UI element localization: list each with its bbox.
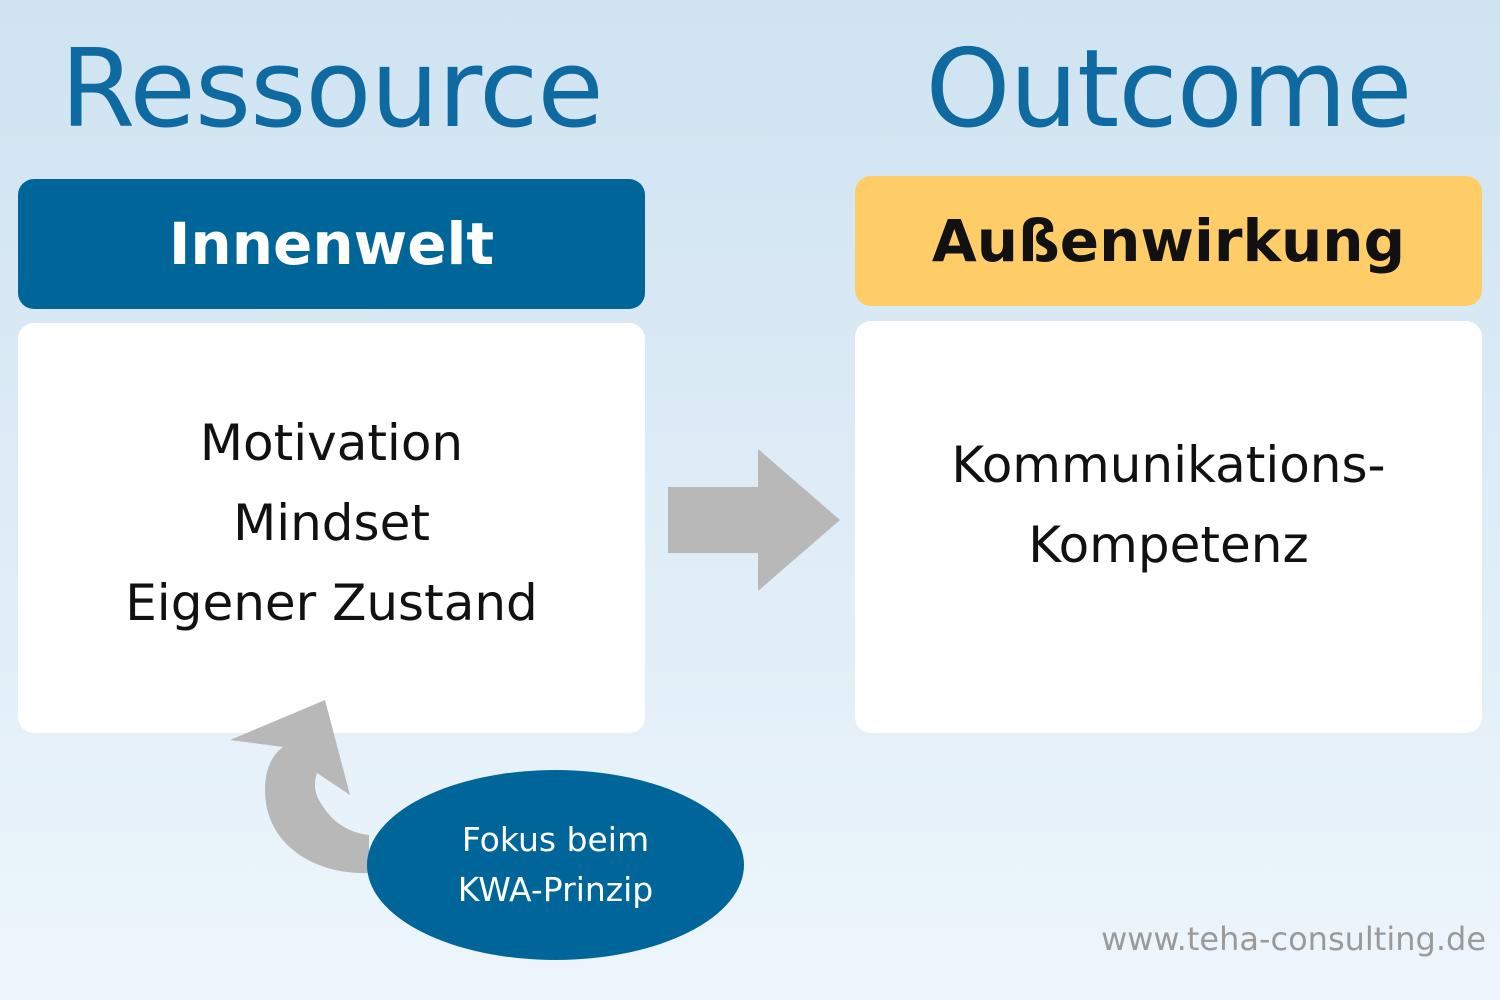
item-mindset: Mindset [233, 494, 430, 552]
item-kompetenz: Kompetenz [1028, 515, 1309, 574]
focus-line-2: KWA-Prinzip [457, 870, 654, 909]
focus-ellipse: Fokus beim KWA-Prinzip [367, 770, 744, 960]
outcome-title: Outcome [925, 27, 1413, 152]
website-url: www.teha-consulting.de [1101, 920, 1486, 958]
innenwelt-label: Innenwelt [168, 210, 495, 278]
aussenwirkung-header: Außenwirkung [855, 176, 1482, 306]
item-eigener-zustand: Eigener Zustand [125, 574, 538, 632]
innenwelt-content-box: Motivation Mindset Eigener Zustand [18, 323, 645, 733]
aussenwirkung-content-box: Kommunikations- Kompetenz [855, 321, 1482, 733]
curved-arrow-icon [230, 700, 369, 874]
innenwelt-header: Innenwelt [18, 179, 645, 309]
aussenwirkung-label: Außenwirkung [931, 207, 1406, 275]
ressource-title: Ressource [60, 27, 604, 152]
right-arrow-icon [668, 449, 840, 591]
item-motivation: Motivation [199, 414, 464, 472]
focus-line-1: Fokus beim [461, 820, 650, 859]
item-kommunikations: Kommunikations- [951, 435, 1386, 494]
